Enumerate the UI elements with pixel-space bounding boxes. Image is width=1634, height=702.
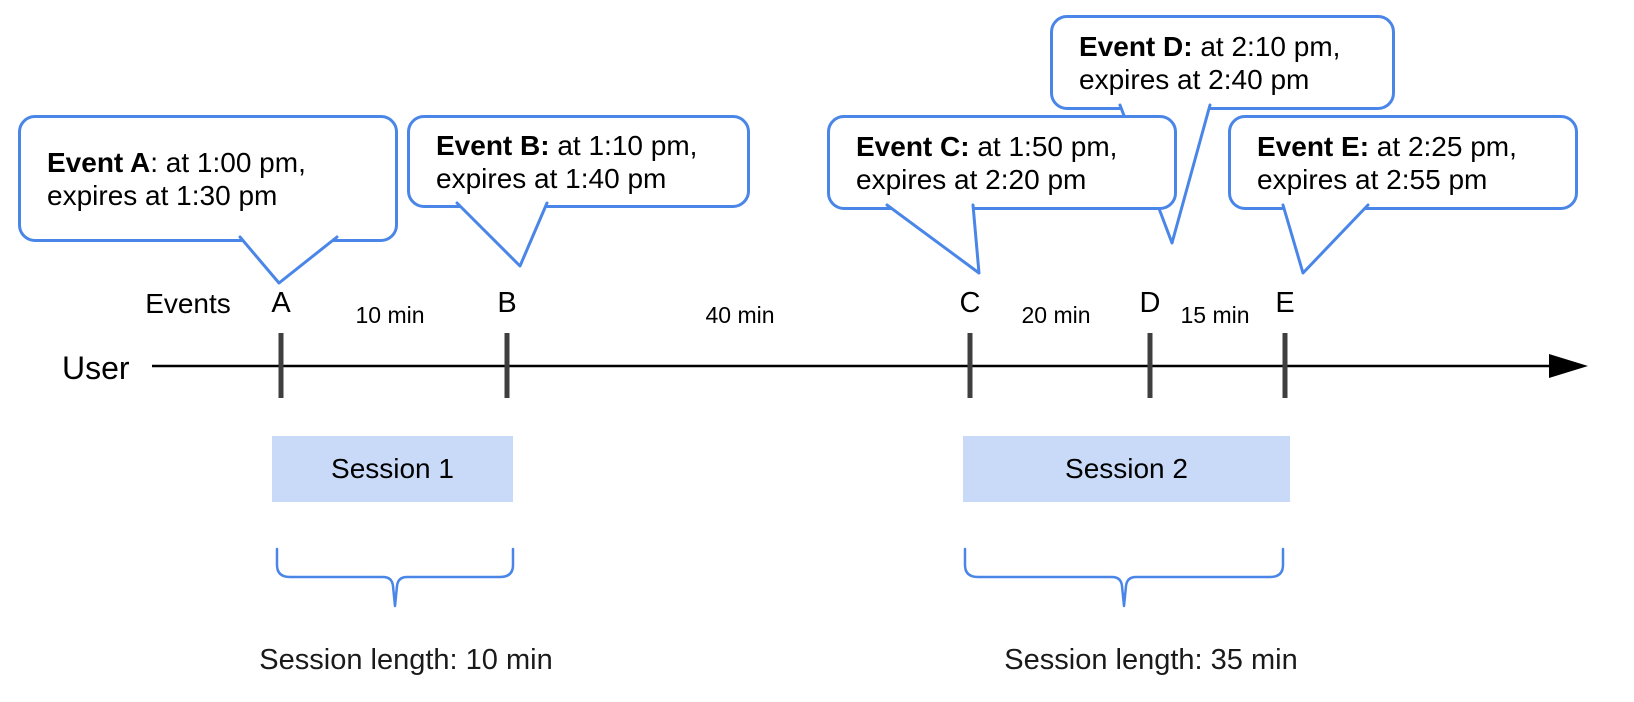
events-row-label: Events [145,288,231,319]
user-row-label: User [62,350,130,386]
callout-event-c-expiry: expires at 2:20 pm [856,163,1087,195]
callout-event-d-time: at 2:10 pm, [1192,30,1341,62]
callout-line-1: Event A: at 1:00 pm, [47,146,395,179]
callout-event-c-time: at 1:50 pm, [969,130,1118,162]
event-mark-label-a: A [271,287,291,319]
callout-event-e-title: Event E: [1257,130,1370,162]
interval-label-d-e: 15 min [1180,302,1250,328]
interval-label-c-d: 20 min [1021,302,1091,328]
callout-event-d: Event D: at 2:10 pm, expires at 2:40 pm [1050,15,1395,110]
callout-event-d-expiry: expires at 2:40 pm [1079,63,1310,95]
callout-event-c-title: Event C: [856,130,970,162]
brace-session-2 [963,547,1285,608]
timeline-arrowhead-icon [1549,354,1588,378]
callout-event-a-expiry: expires at 1:30 pm [47,179,278,211]
session-2-length-label: Session length: 35 min [1004,644,1298,676]
callout-event-e-expiry: expires at 2:55 pm [1257,163,1488,195]
callout-line-1: Event B: at 1:10 pm, [436,129,747,162]
callout-tail-event-c [885,203,981,275]
tick-event-b [504,333,510,398]
interval-label-a-b: 10 min [355,302,425,328]
callout-line-1: Event D: at 2:10 pm, [1079,30,1392,63]
callout-event-b-title: Event B: [436,129,550,161]
callout-line-1: Event C: at 1:50 pm, [856,130,1174,163]
session-1-length-label: Session length: 10 min [259,644,553,676]
callout-event-e-time: at 2:25 pm, [1369,130,1517,162]
event-mark-label-b: B [497,287,517,319]
callout-tail-event-b [455,201,549,268]
callout-tail-event-a [238,235,339,285]
callout-event-b-expiry: expires at 1:40 pm [436,162,667,194]
callout-event-b: Event B: at 1:10 pm, expires at 1:40 pm [407,115,750,208]
callout-tail-event-e [1281,203,1370,275]
callout-event-e: Event E: at 2:25 pm, expires at 2:55 pm [1228,115,1578,210]
event-mark-label-c: C [959,287,981,319]
interval-label-b-c: 40 min [705,302,775,328]
session-2-box: Session 2 [963,436,1290,502]
event-mark-label-d: D [1139,287,1161,319]
callout-event-a-title: Event A [47,146,151,178]
callout-event-d-title: Event D: [1079,30,1193,62]
event-mark-label-e: E [1275,287,1295,319]
brace-session-1 [275,547,515,608]
callout-event-a: Event A: at 1:00 pm, expires at 1:30 pm [18,115,398,242]
callout-event-c: Event C: at 1:50 pm, expires at 2:20 pm [827,115,1177,210]
callout-event-a-time: : at 1:00 pm, [150,146,306,178]
session-1-box: Session 1 [272,436,513,502]
tick-event-a [278,333,284,398]
callout-line-1: Event E: at 2:25 pm, [1257,130,1575,163]
tick-event-e [1282,333,1288,398]
session-2-label: Session 2 [1065,453,1188,484]
session-1-label: Session 1 [331,453,454,484]
tick-event-d [1147,333,1153,398]
tick-event-c [967,333,973,398]
callout-event-b-time: at 1:10 pm, [549,129,698,161]
